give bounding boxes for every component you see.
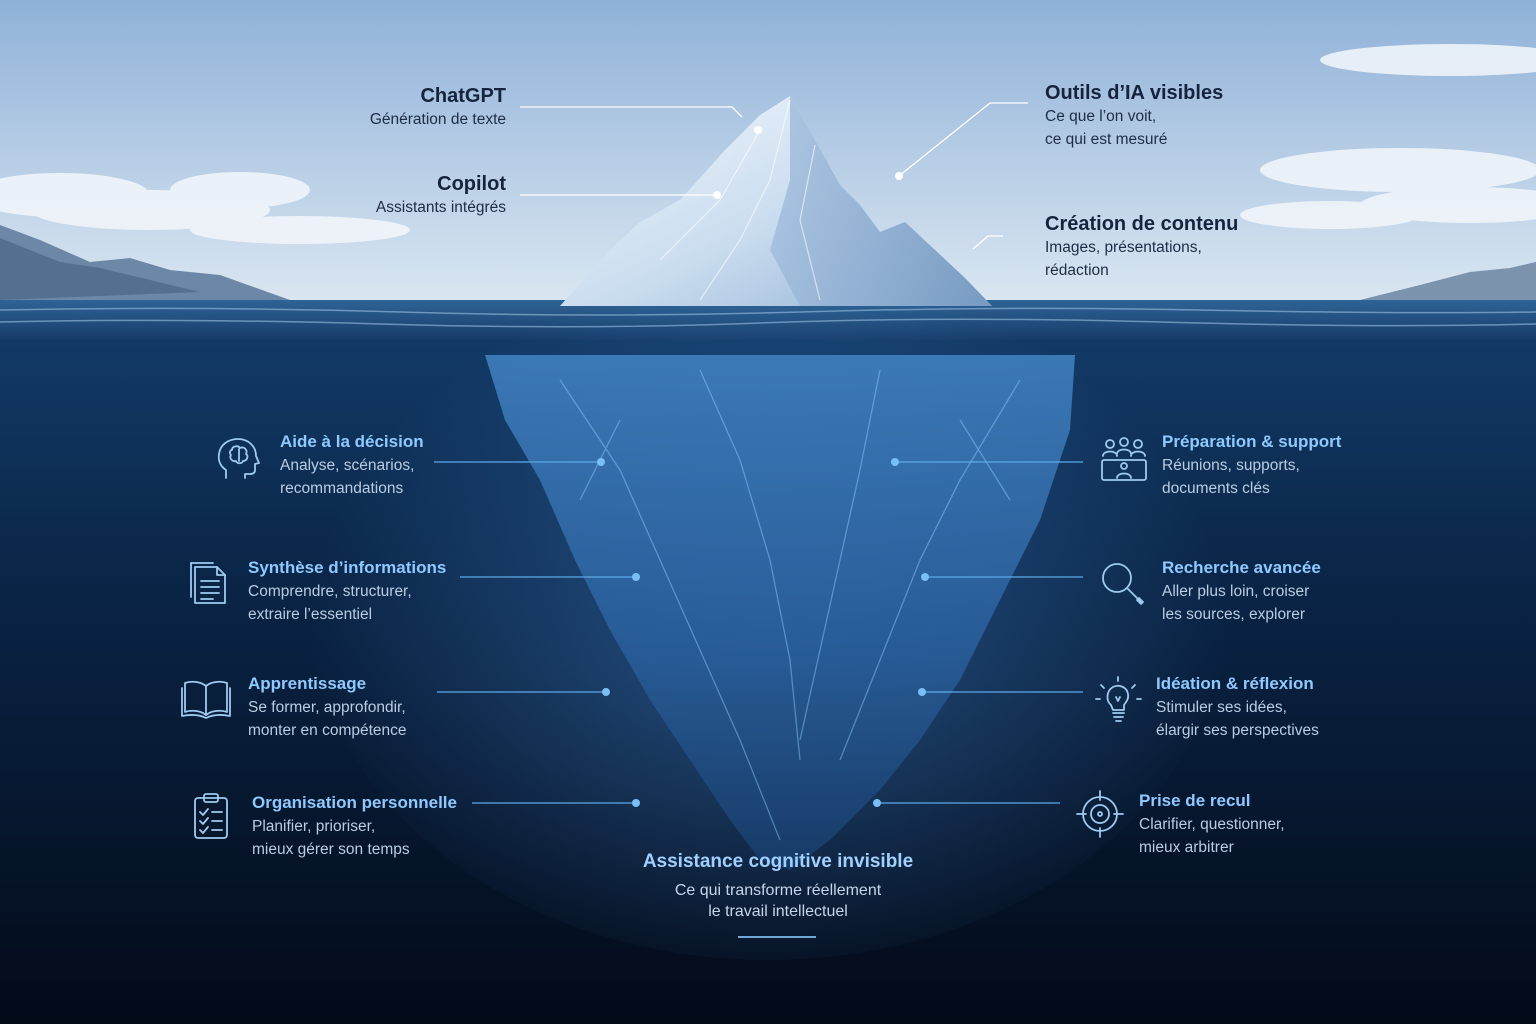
meeting-people-icon [1098, 434, 1150, 486]
hidden-item-desc: Planifier, prioriser, mieux gérer son te… [252, 818, 410, 858]
documents-icon [183, 557, 235, 609]
hidden-item-desc: Comprendre, structurer, extraire l’essen… [248, 583, 412, 623]
hidden-item-apprentissage: Apprentissage Se former, approfondir, mo… [248, 672, 478, 742]
target-icon [1074, 788, 1126, 840]
footer-divider [738, 936, 816, 938]
brain-head-icon [212, 434, 264, 486]
hidden-item-prise-recul: Prise de recul Clarifier, questionner, m… [1139, 789, 1369, 859]
hidden-item-title: Aide à la décision [280, 432, 424, 451]
hidden-item-title: Préparation & support [1162, 432, 1342, 451]
hidden-item-ideation: Idéation & réflexion Stimuler ses idées,… [1156, 672, 1386, 742]
label-creation-title: Création de contenu [1045, 213, 1239, 235]
hidden-item-desc: Se former, approfondir, monter en compét… [248, 699, 407, 739]
label-creation-desc: Images, présentations, rédaction [1045, 239, 1202, 279]
footer-caption: Assistance cognitive invisible Ce qui tr… [568, 850, 988, 922]
label-creation-contenu: Création de contenu Images, présentation… [1045, 212, 1305, 282]
label-outils-desc: Ce que l’on voit, ce qui est mesuré [1045, 108, 1168, 148]
label-copilot-title: Copilot [437, 173, 506, 195]
label-outils-ia-visibles: Outils d’IA visibles Ce que l’on voit, c… [1045, 81, 1305, 151]
clipboard-checklist-icon [185, 790, 237, 842]
hidden-item-title: Synthèse d’informations [248, 558, 447, 577]
hidden-item-title: Recherche avancée [1162, 558, 1321, 577]
hidden-item-aide-decision: Aide à la décision Analyse, scénarios, r… [280, 430, 500, 500]
label-chatgpt-desc: Génération de texte [369, 111, 506, 128]
hidden-item-title: Organisation personnelle [252, 793, 457, 812]
label-copilot: Copilot Assistants intégrés [300, 172, 506, 219]
hidden-item-desc: Réunions, supports, documents clés [1162, 457, 1300, 497]
hidden-item-desc: Aller plus loin, croiser les sources, ex… [1162, 583, 1310, 623]
hidden-item-desc: Analyse, scénarios, recommandations [280, 457, 415, 497]
hidden-item-title: Idéation & réflexion [1156, 674, 1314, 693]
footer-desc: Ce qui transforme réellement le travail … [674, 882, 882, 920]
magnifier-icon [1096, 557, 1148, 609]
lightbulb-icon [1093, 675, 1145, 727]
hidden-item-desc: Clarifier, questionner, mieux arbitrer [1139, 816, 1285, 856]
footer-title: Assistance cognitive invisible [642, 851, 914, 872]
label-outils-title: Outils d’IA visibles [1045, 82, 1224, 104]
open-book-icon [180, 672, 232, 724]
hidden-item-preparation: Préparation & support Réunions, supports… [1162, 430, 1402, 500]
hidden-item-synthese: Synthèse d’informations Comprendre, stru… [248, 556, 478, 626]
label-chatgpt-title: ChatGPT [420, 85, 506, 107]
hidden-item-title: Apprentissage [248, 674, 367, 693]
hidden-item-organisation: Organisation personnelle Planifier, prio… [252, 791, 482, 861]
hidden-item-recherche: Recherche avancée Aller plus loin, crois… [1162, 556, 1392, 626]
label-copilot-desc: Assistants intégrés [375, 199, 506, 216]
hidden-item-title: Prise de recul [1139, 791, 1251, 810]
label-chatgpt: ChatGPT Génération de texte [300, 84, 506, 131]
hidden-item-desc: Stimuler ses idées, élargir ses perspect… [1156, 699, 1319, 739]
